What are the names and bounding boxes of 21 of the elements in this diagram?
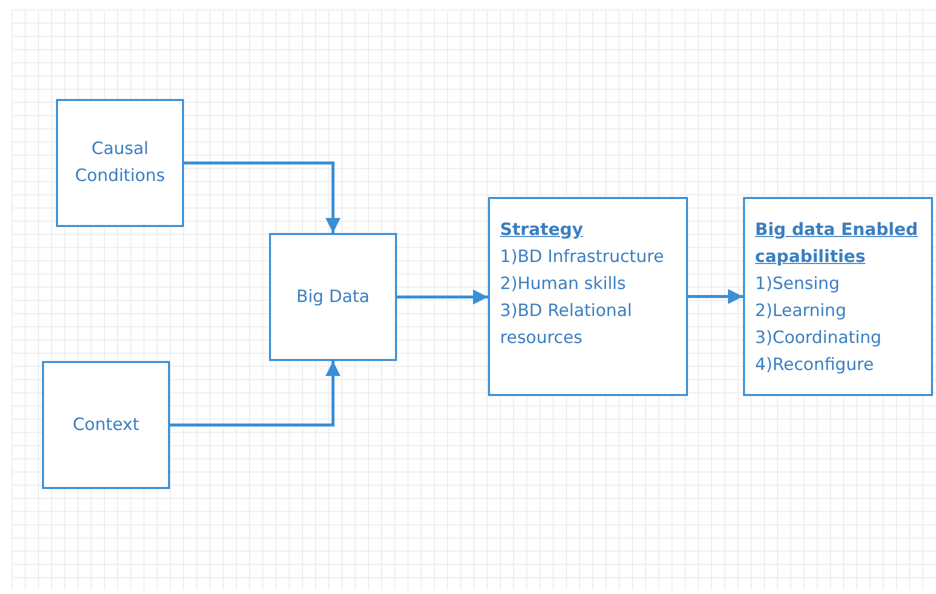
- arrow: [184, 162, 340, 233]
- list-item: 3)BD Relational resources: [500, 300, 633, 350]
- arrow: [170, 361, 340, 426]
- process-box: [269, 233, 397, 361]
- box-heading: Strategy: [500, 219, 584, 242]
- process-box: [42, 361, 170, 489]
- list-item: 3)Coordinating: [755, 327, 882, 350]
- box-label: Context: [72, 414, 140, 436]
- list-item: 2)Learning: [755, 300, 848, 323]
- list-item: 4)Reconfigure: [755, 354, 875, 377]
- list-item: 2)Human skills: [500, 273, 627, 296]
- list-item: 1)Sensing: [755, 273, 841, 296]
- arrow: [397, 290, 488, 304]
- box-heading: Big data Enabled capabilities: [755, 219, 919, 269]
- list-item: 1)BD Infrastructure: [500, 246, 665, 269]
- box-label: Big Data: [296, 286, 370, 308]
- arrow: [688, 289, 743, 304]
- process-box: [488, 197, 688, 396]
- process-box: [743, 197, 933, 396]
- process-box: [56, 99, 184, 227]
- box-label: Causal Conditions: [74, 138, 166, 188]
